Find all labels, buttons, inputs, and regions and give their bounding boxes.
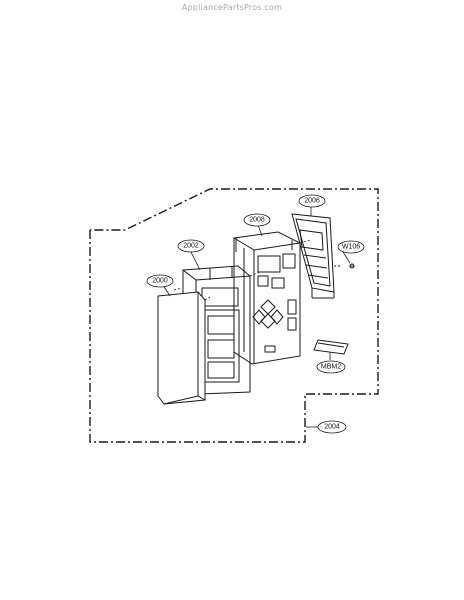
membrane-pad	[313, 339, 349, 355]
control-frame	[233, 231, 301, 365]
door-panel	[157, 291, 206, 405]
callout-2002: 2002	[177, 239, 205, 253]
callout-2000: 2000	[146, 274, 174, 288]
callout-label-2008: 2008	[249, 217, 265, 224]
callout-label-w106: W106	[342, 244, 360, 251]
callout-label-mbm2: MBM2	[321, 364, 341, 371]
callout-w106: W106	[337, 240, 365, 254]
callout-label-2006: 2006	[304, 198, 320, 205]
callout-mbm2: MBM2	[316, 360, 346, 374]
control-board	[291, 213, 335, 299]
callout-label-2002: 2002	[183, 243, 199, 250]
callout-2008: 2008	[243, 213, 271, 227]
callout-label-2000: 2000	[152, 278, 168, 285]
watermark: AppliancePartsPros.com	[181, 3, 283, 12]
callout-2004: 2004	[317, 420, 347, 434]
screw	[334, 263, 355, 269]
assembly-guide-lines	[173, 239, 311, 301]
assembly-boundary-line	[89, 188, 379, 443]
callout-2006: 2006	[298, 194, 326, 208]
callout-label-2004: 2004	[324, 424, 340, 431]
